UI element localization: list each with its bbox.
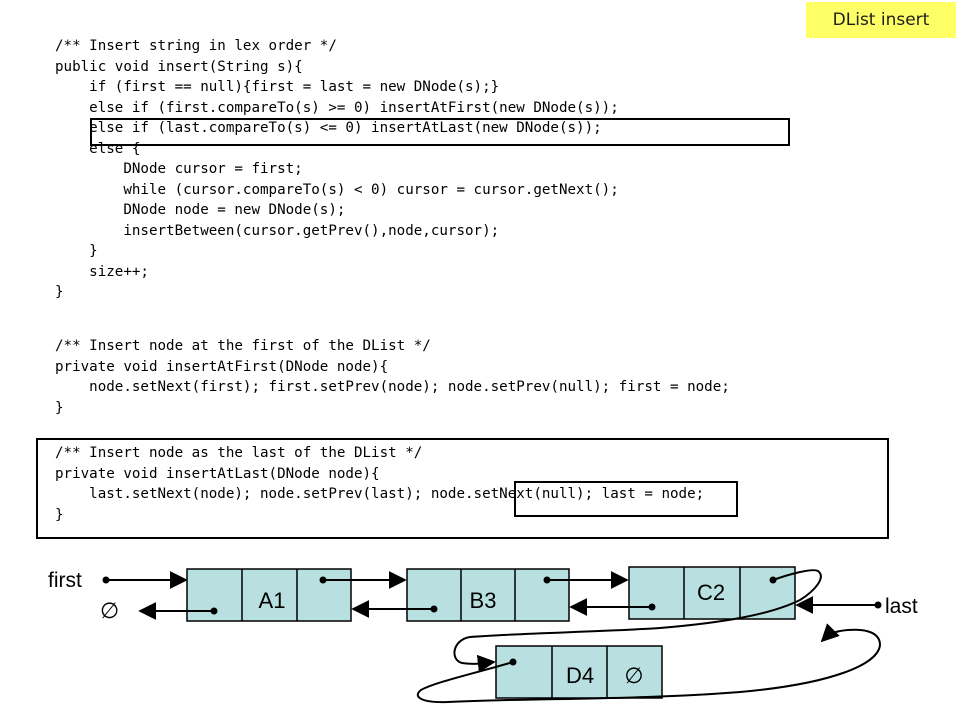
- first-label: first: [48, 569, 82, 592]
- code-insert-last-line: }: [55, 506, 64, 523]
- highlight-insert-at-last-method: [36, 438, 889, 539]
- code-insert-at-first-method: /** Insert node at the first of the DLis…: [55, 336, 730, 418]
- node-c2: C2: [628, 566, 796, 620]
- code-insert-line: DNode node = new DNode(s);: [55, 202, 346, 218]
- node-c2-label: C2: [697, 580, 725, 605]
- b3-next-arrow: [543, 571, 629, 589]
- node-d4-next-null-symbol: ∅: [624, 664, 643, 689]
- slide-title-badge: DList insert: [806, 2, 956, 38]
- code-insert-line: while (cursor.compareTo(s) < 0) cursor =…: [55, 181, 619, 198]
- code-insert-first-line: }: [55, 399, 64, 416]
- code-insert-last-line: private void insertAtLast(DNode node){: [55, 465, 380, 482]
- node-a1-label: A1: [259, 588, 286, 613]
- node-d4-box: [495, 645, 663, 699]
- code-insert-first-line: /** Insert node at the first of the DLis…: [55, 338, 431, 354]
- d4-prev-to-c2-arrow: [416, 623, 882, 704]
- highlight-insert-at-last-call: [90, 118, 790, 146]
- first-pointer-arrow: [102, 571, 188, 589]
- null-symbol: ∅: [100, 599, 119, 624]
- a1-next-arrow: [319, 571, 407, 589]
- code-insert-last-line: /** Insert node as the last of the DList…: [55, 445, 423, 461]
- c2-prev-arrow: [569, 598, 656, 616]
- code-insert-line: /** Insert string in lex order */: [55, 38, 337, 54]
- c2-next-to-d4-arrow: [453, 569, 822, 673]
- b3-prev-arrow: [351, 600, 438, 618]
- code-insert-line: DNode cursor = first;: [55, 161, 303, 177]
- code-insert-line: if (first == null){first = last = new DN…: [55, 79, 500, 95]
- code-insert-last-line: last.setNext(node); node.setPrev(last); …: [55, 486, 705, 502]
- code-insert-first-line: node.setNext(first); first.setPrev(node)…: [55, 379, 730, 395]
- code-insert-line: insertBetween(cursor.getPrev(),node,curs…: [55, 222, 500, 239]
- last-pointer-arrow: [795, 596, 882, 614]
- node-d4: D4 ∅: [495, 645, 663, 699]
- last-label: last: [885, 595, 918, 618]
- code-insert-line: else if (last.compareTo(s) <= 0) insertA…: [55, 120, 602, 136]
- code-insert-line: else if (first.compareTo(s) >= 0) insert…: [55, 99, 619, 116]
- node-d4-label: D4: [566, 663, 594, 688]
- code-insert-line: size++;: [55, 263, 149, 280]
- code-insert-line: }: [55, 243, 98, 259]
- a1-prev-null-arrow: [138, 602, 218, 620]
- node-c2-box: [628, 566, 796, 620]
- code-insert-at-last-method: /** Insert node as the last of the DList…: [55, 443, 704, 525]
- highlight-set-next-null: [514, 481, 738, 517]
- code-insert-method: /** Insert string in lex order */ public …: [55, 36, 619, 303]
- code-insert-line: }: [55, 284, 64, 300]
- code-insert-first-line: private void insertAtFirst(DNode node){: [55, 358, 389, 375]
- code-insert-line: public void insert(String s){: [55, 58, 303, 75]
- node-b3-label: B3: [470, 588, 497, 613]
- node-b3: B3: [406, 568, 570, 622]
